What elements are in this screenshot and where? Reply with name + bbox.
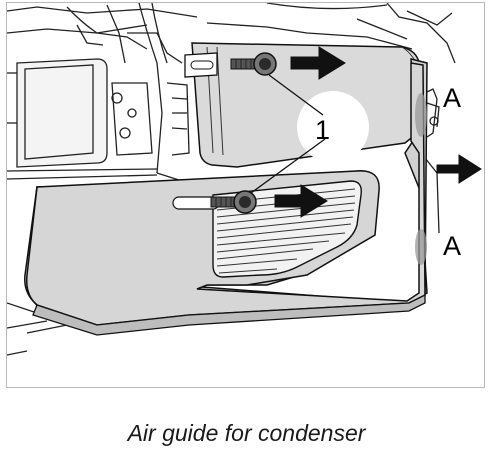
bolt-icon [210, 190, 257, 214]
engine-bay-background [7, 3, 456, 356]
part-number-callout: 1 [315, 115, 330, 145]
view-marker-area-bottom [415, 229, 427, 265]
view-marker-label-bottom: A [443, 231, 461, 261]
leader-line-upper [268, 74, 324, 116]
arrow-right-icon [436, 154, 482, 184]
arrow-right-icon [274, 184, 328, 218]
figure-caption: Air guide for condenser [127, 420, 366, 446]
view-marker-area-top [415, 93, 427, 137]
upper-bolt-slot [184, 52, 218, 78]
leader-line-lower [250, 138, 326, 194]
view-marker-label-top: A [443, 83, 461, 113]
condenser-air-guide-illustration: 1 A A [7, 3, 482, 356]
bolt-icon [230, 52, 277, 76]
illustration-frame: 1 A A [6, 2, 485, 388]
arrow-right-icon [290, 46, 346, 80]
